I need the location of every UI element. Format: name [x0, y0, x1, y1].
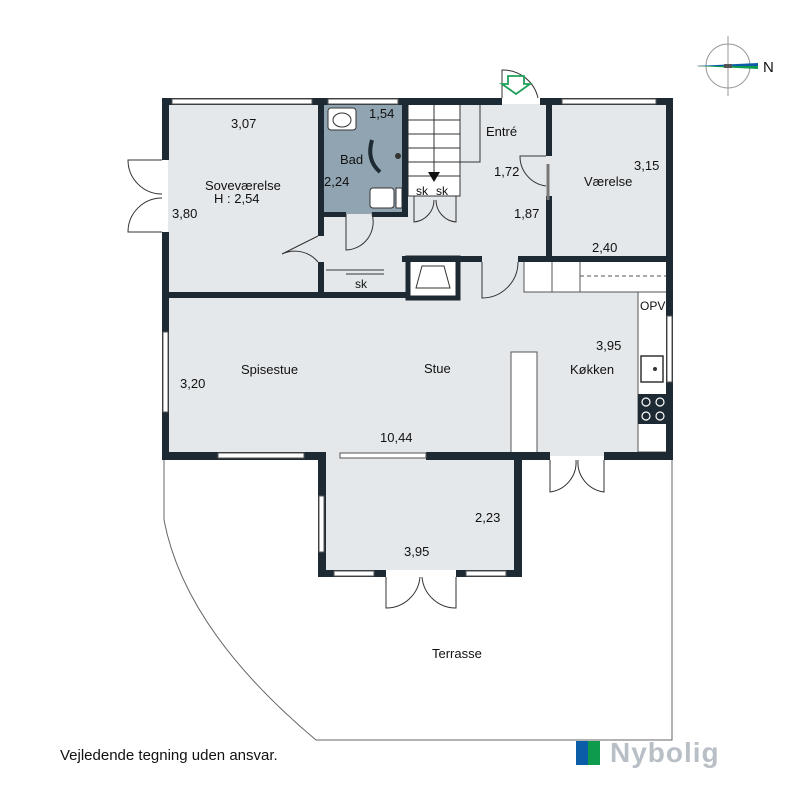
closet-sk-1: sk — [416, 184, 429, 198]
spisestue-label: Spisestue — [241, 362, 298, 377]
stue-width-dim: 10,44 — [380, 430, 413, 445]
sovevaerelse-depth-dim: 3,80 — [172, 206, 197, 221]
sink-icon — [640, 355, 664, 383]
kokken-depth-dim: 3,95 — [596, 338, 621, 353]
closet-sk-2: sk — [436, 184, 449, 198]
bad-depth-dim: 2,24 — [324, 174, 349, 189]
kokken-label: Køkken — [570, 362, 614, 377]
vaerelse-width-dim: 2,40 — [592, 240, 617, 255]
stue-label: Stue — [424, 361, 451, 376]
sovevaerelse-height: H : 2,54 — [214, 191, 260, 206]
compass-north-label: N — [763, 59, 774, 76]
entrance-arrow-icon — [499, 75, 533, 96]
terrasse-label: Terrasse — [432, 646, 482, 661]
stove-icon — [638, 394, 668, 424]
terrace-outline — [163, 456, 673, 741]
sovevaerelse-label: Soveværelse — [205, 178, 281, 193]
nybolig-logo: Nybolig — [576, 737, 720, 768]
bath-fixtures — [327, 107, 403, 209]
doors — [127, 69, 605, 609]
logo-blue-bar — [576, 741, 588, 765]
entre-label: Entré — [486, 124, 517, 139]
logo-wordmark: Nybolig — [610, 737, 720, 768]
vaerelse-depth-dim: 3,15 — [634, 158, 659, 173]
entre-dim-a: 1,72 — [494, 164, 519, 179]
spisestue-depth-dim: 3,20 — [180, 376, 205, 391]
udestue-width-dim: 3,95 — [404, 544, 429, 559]
staircase — [407, 103, 481, 197]
entre-dim-b: 1,87 — [514, 206, 539, 221]
disclaimer-text: Vejledende tegning uden ansvar. — [60, 747, 278, 764]
udestue-depth-dim: 2,23 — [475, 510, 500, 525]
kitchen-island — [510, 351, 538, 457]
closet-sk-3: sk — [355, 277, 368, 291]
bad-label: Bad — [340, 152, 363, 167]
windows — [162, 98, 673, 577]
kokken-opv: OPV — [640, 299, 665, 313]
fireplace-icon — [405, 255, 461, 301]
bad-width-dim: 1,54 — [369, 106, 394, 121]
vaerelse-label: Værelse — [584, 174, 632, 189]
compass-icon — [696, 36, 758, 96]
sovevaerelse-width-dim: 3,07 — [231, 116, 256, 131]
logo-green-bar — [588, 741, 600, 765]
